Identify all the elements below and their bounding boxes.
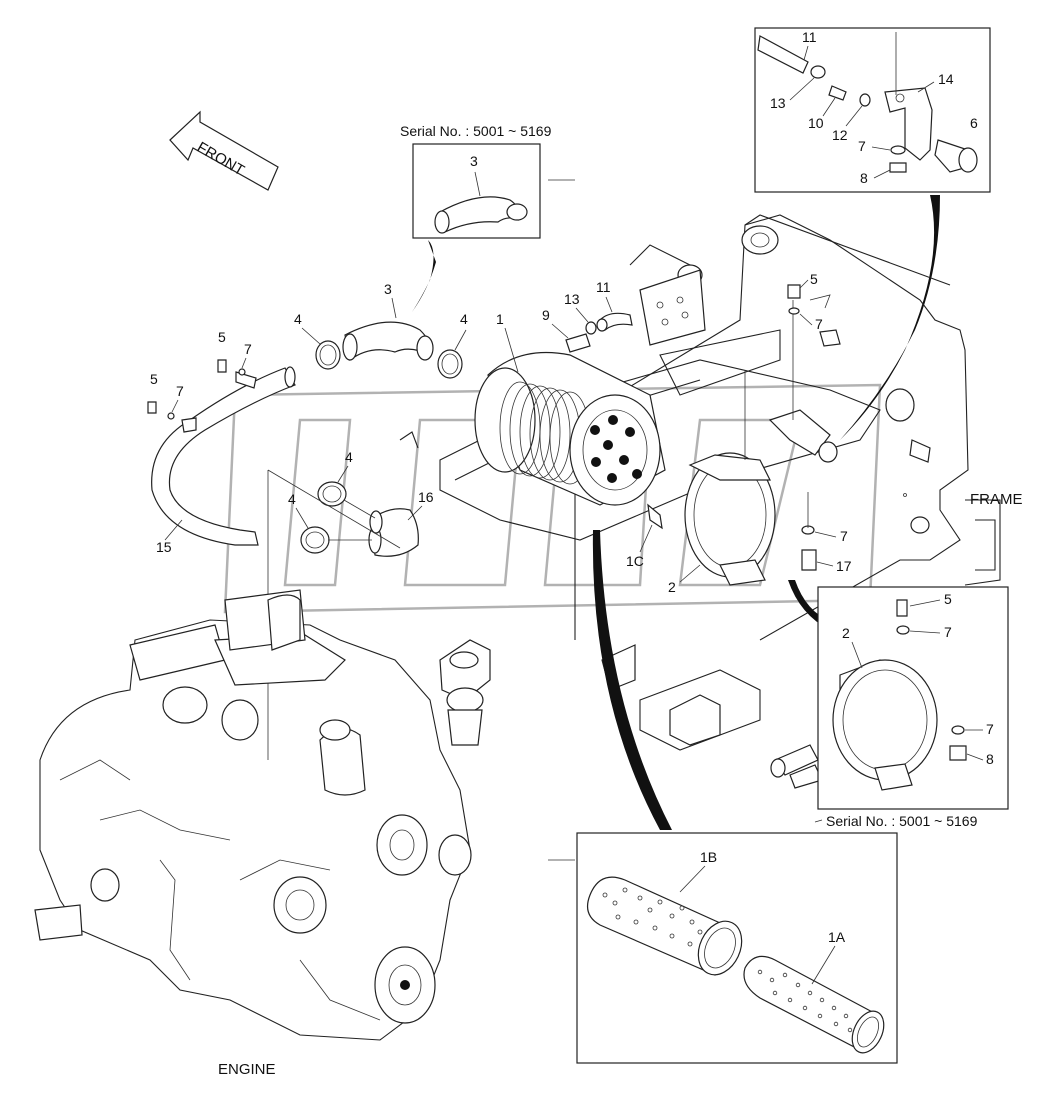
engine-label: ENGINE: [218, 1061, 276, 1078]
duct-16: 16 4 4: [267, 449, 434, 760]
inset-clamp-band: 5 7 2 7 8 Serial No. : 5001 ~ 5169: [814, 586, 1009, 829]
callout-7-b: 7: [176, 383, 184, 399]
callout-4-c: 4: [345, 449, 353, 465]
callout-16: 16: [418, 489, 434, 505]
callout-5-a: 5: [218, 329, 226, 345]
callout-10: 10: [808, 115, 824, 131]
callout-3-main: 3: [384, 281, 392, 297]
filter-1b-perforations: [602, 887, 703, 947]
inset-filter-elements: 1B 1A: [548, 832, 898, 1064]
frame-bolt-hardware: 5 7: [787, 271, 841, 347]
callout-5-inset: 5: [944, 591, 952, 607]
callout-11-main: 11: [596, 279, 611, 295]
callout-14: 14: [938, 71, 954, 87]
callout-7-bracket: 7: [858, 138, 866, 154]
front-direction-arrow: FRONT: [169, 110, 279, 191]
callout-3-inset: 3: [470, 153, 478, 169]
callout-11-bracket: 11: [802, 29, 817, 45]
leader-to-filter-inset: [592, 530, 672, 830]
machine-frame: FRAME: [399, 214, 1023, 789]
callout-4-a: 4: [294, 311, 302, 327]
air-cleaner-assembly: 1 1C: [474, 311, 666, 569]
callout-7-inset-a: 7: [944, 624, 952, 640]
callout-7-d: 7: [840, 528, 848, 544]
serial-label-bottom: Serial No. : 5001 ~ 5169: [826, 813, 978, 829]
intake-hose-15: 15 5 7 5 7: [147, 329, 296, 555]
callout-5-frame: 5: [810, 271, 818, 287]
callout-1: 1: [496, 311, 504, 327]
filter-1a-perforations: [757, 969, 853, 1033]
callout-13-bracket: 13: [770, 95, 786, 111]
breather-hose-fittings: 11 13 9: [542, 279, 633, 353]
callout-9: 9: [542, 307, 550, 323]
callout-8-bracket: 8: [860, 170, 868, 186]
callout-7-a: 7: [244, 341, 252, 357]
callout-15: 15: [156, 539, 172, 555]
callout-1c: 1C: [626, 553, 644, 569]
filter-element-1a: [743, 955, 885, 1054]
frame-label: FRAME: [970, 491, 1023, 508]
callout-1b: 1B: [700, 849, 717, 865]
callout-8-inset: 8: [986, 751, 994, 767]
serial-label-top: Serial No. : 5001 ~ 5169: [400, 123, 552, 139]
callout-2-inset: 2: [842, 625, 850, 641]
clamp-band-main: 2: [668, 452, 776, 595]
callout-7-inset-b: 7: [986, 721, 994, 737]
engine-assembly: [34, 589, 491, 1041]
callout-2-main: 2: [668, 579, 676, 595]
callout-17: 17: [836, 558, 852, 574]
callout-7-frame: 7: [815, 316, 823, 332]
callout-4-d: 4: [288, 491, 296, 507]
inset-mounting-bracket: 11 13 10 12 14 6 7 8: [754, 27, 991, 440]
callout-12: 12: [832, 127, 848, 143]
callout-6: 6: [970, 115, 978, 131]
callout-1a: 1A: [828, 929, 846, 945]
rear-bracket: [744, 300, 838, 463]
filter-element-1b: [587, 876, 743, 976]
elbow-hose-main: 3 4 4: [294, 281, 468, 379]
callout-5-b: 5: [150, 371, 158, 387]
inset-hose-serial: Serial No. : 5001 ~ 5169 3: [400, 123, 575, 312]
clamp-hardware: 7 17: [801, 492, 852, 574]
callout-13-main: 13: [564, 291, 580, 307]
callout-4-b: 4: [460, 311, 468, 327]
